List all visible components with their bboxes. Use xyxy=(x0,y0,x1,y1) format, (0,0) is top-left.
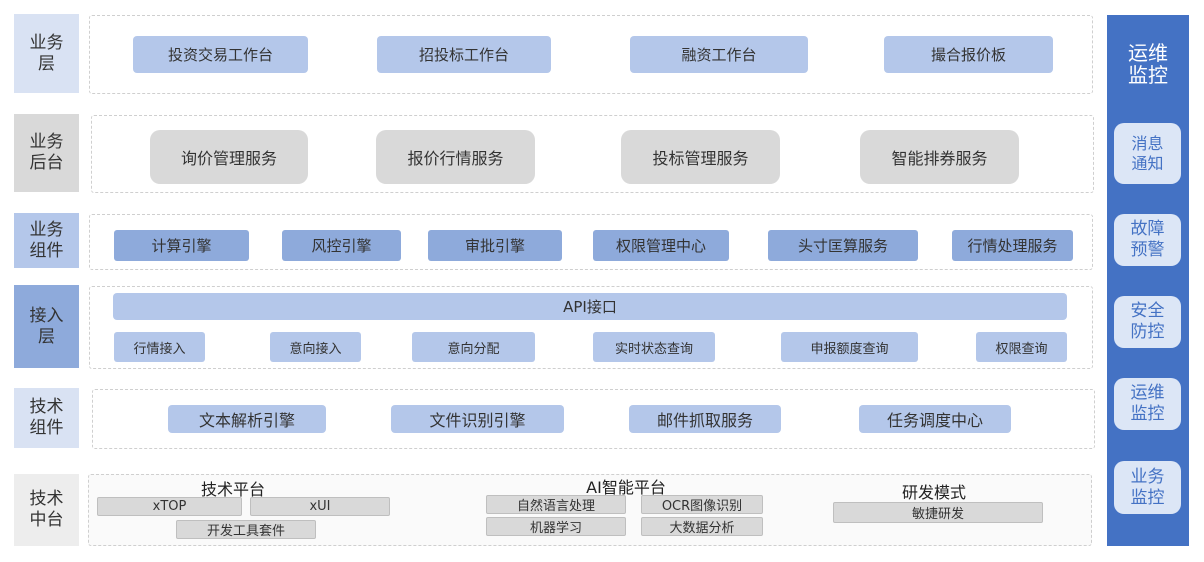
inquiry-management-service[interactable]: 询价管理服务 xyxy=(150,130,308,184)
quote-market-service[interactable]: 报价行情服务 xyxy=(376,130,535,184)
ops-monitoring-column xyxy=(1107,15,1189,546)
workbench-bidding[interactable]: 招投标工作台 xyxy=(377,36,551,73)
layer-label-tech-components: 技术 组件 xyxy=(14,388,79,448)
layer-panel-components xyxy=(89,214,1093,270)
big-data-analysis-item[interactable]: 大数据分析 xyxy=(641,517,763,536)
workbench-investment-trading[interactable]: 投资交易工作台 xyxy=(133,36,308,73)
agile-dev-item[interactable]: 敏捷研发 xyxy=(833,502,1043,523)
realtime-status-query[interactable]: 实时状态查询 xyxy=(593,332,715,362)
permission-management-center[interactable]: 权限管理中心 xyxy=(593,230,729,261)
ops-item-message-notification[interactable]: 消息 通知 xyxy=(1114,123,1181,184)
position-estimation-service[interactable]: 头寸匡算服务 xyxy=(768,230,918,261)
market-data-access[interactable]: 行情接入 xyxy=(114,332,205,362)
ops-item-security-control[interactable]: 安全 防控 xyxy=(1114,296,1181,348)
bid-management-service[interactable]: 投标管理服务 xyxy=(621,130,780,184)
xtop-item[interactable]: xTOP xyxy=(97,497,242,516)
task-scheduling-center[interactable]: 任务调度中心 xyxy=(859,405,1011,433)
risk-control-engine[interactable]: 风控引擎 xyxy=(282,230,401,261)
file-recognition-engine[interactable]: 文件识别引擎 xyxy=(391,405,564,433)
email-capture-service[interactable]: 邮件抓取服务 xyxy=(629,405,781,433)
xui-item[interactable]: xUI xyxy=(250,497,390,516)
layer-label-components: 业务 组件 xyxy=(14,213,79,268)
approval-engine[interactable]: 审批引擎 xyxy=(428,230,562,261)
ops-item-fault-warning[interactable]: 故障 预警 xyxy=(1114,214,1181,266)
ops-item-business-monitoring[interactable]: 业务 监控 xyxy=(1114,461,1181,514)
text-parsing-engine[interactable]: 文本解析引擎 xyxy=(168,405,326,433)
calculation-engine[interactable]: 计算引擎 xyxy=(114,230,249,261)
layer-label-backend: 业务 后台 xyxy=(14,114,79,192)
dev-toolkit-item[interactable]: 开发工具套件 xyxy=(176,520,316,539)
permission-query[interactable]: 权限查询 xyxy=(976,332,1067,362)
market-data-processing-service[interactable]: 行情处理服务 xyxy=(952,230,1073,261)
ai-platform-title: AI智能平台 xyxy=(586,478,666,497)
ops-item-ops-monitoring[interactable]: 运维 监控 xyxy=(1114,378,1181,430)
machine-learning-item[interactable]: 机器学习 xyxy=(486,517,626,536)
layer-label-access: 接入 层 xyxy=(14,285,79,368)
quota-declaration-query[interactable]: 申报额度查询 xyxy=(781,332,918,362)
layer-label-business: 业务 层 xyxy=(14,14,79,93)
nlp-item[interactable]: 自然语言处理 xyxy=(486,495,626,514)
matching-quote-board[interactable]: 撮合报价板 xyxy=(884,36,1053,73)
rd-mode-title: 研发模式 xyxy=(901,483,966,502)
smart-bond-scheduling-service[interactable]: 智能排券服务 xyxy=(860,130,1019,184)
api-interface-bar[interactable]: API接口 xyxy=(113,293,1067,320)
workbench-financing[interactable]: 融资工作台 xyxy=(630,36,808,73)
ocr-item[interactable]: OCR图像识别 xyxy=(641,495,763,514)
intent-access[interactable]: 意向接入 xyxy=(270,332,361,362)
tech-platform-title: 技术平台 xyxy=(200,480,265,499)
ops-monitoring-title: 运维 监控 xyxy=(1128,41,1168,87)
intent-allocation[interactable]: 意向分配 xyxy=(412,332,535,362)
layer-label-tech-platform: 技术 中台 xyxy=(14,474,79,546)
